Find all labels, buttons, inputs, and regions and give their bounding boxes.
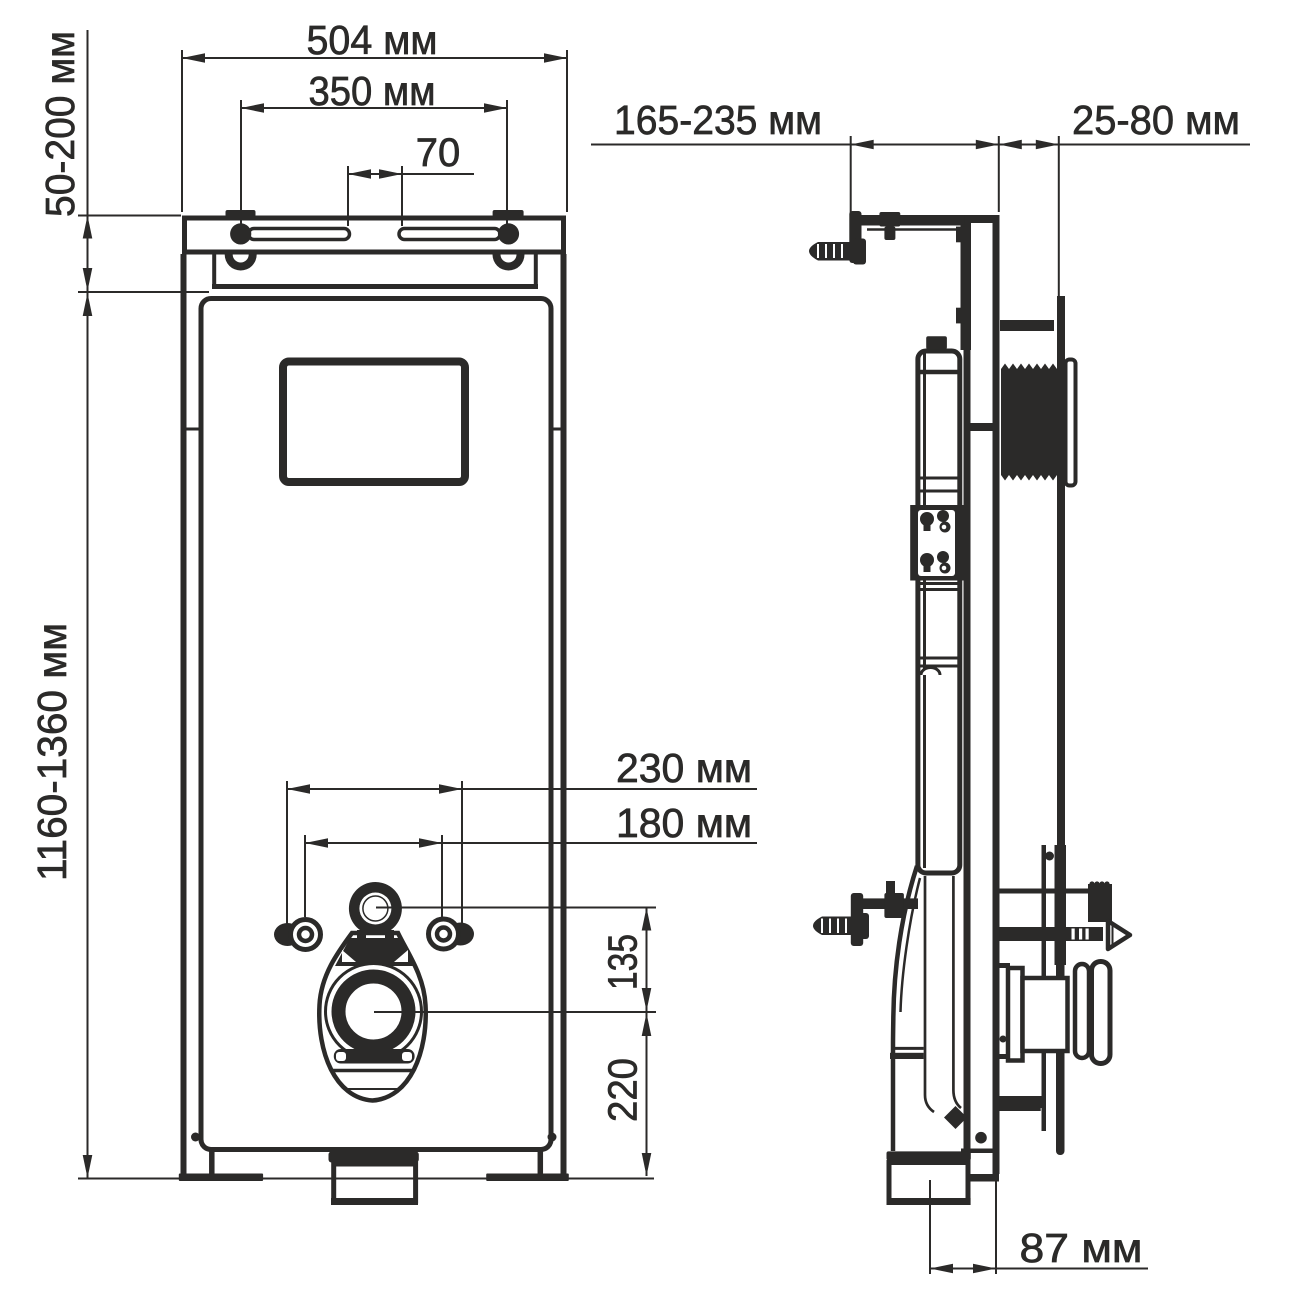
svg-text:220: 220 xyxy=(600,1058,646,1122)
svg-text:25-80 мм: 25-80 мм xyxy=(1072,97,1240,143)
svg-text:350 мм: 350 мм xyxy=(309,68,436,114)
svg-text:504 мм: 504 мм xyxy=(307,17,438,63)
svg-text:230 мм: 230 мм xyxy=(616,745,752,791)
svg-text:87 мм: 87 мм xyxy=(1020,1225,1143,1271)
svg-text:50-200 мм: 50-200 мм xyxy=(37,31,83,217)
svg-text:165-235 мм: 165-235 мм xyxy=(614,97,822,143)
svg-text:135: 135 xyxy=(600,934,646,990)
svg-text:70: 70 xyxy=(416,131,461,175)
svg-text:180 мм: 180 мм xyxy=(616,800,752,846)
svg-text:1160-1360 мм: 1160-1360 мм xyxy=(29,623,75,881)
